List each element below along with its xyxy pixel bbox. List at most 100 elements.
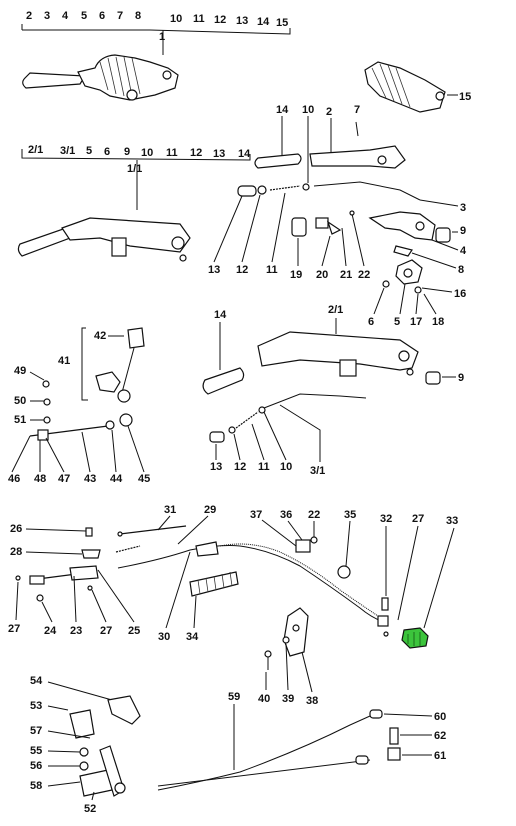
part-label-48: 48	[34, 473, 46, 485]
row2-number-list: 2/1 3/1 5 6 9 10 11 12 13 14	[28, 144, 251, 160]
grip-14b	[202, 367, 245, 395]
cable-31	[117, 525, 187, 537]
part-label-49: 49	[14, 365, 26, 377]
row2-number: 11	[166, 147, 178, 159]
part-label-46: 46	[8, 473, 20, 485]
part-label-15: 15	[459, 91, 471, 103]
part-label-35: 35	[344, 509, 356, 521]
part-label-12b: 12	[234, 461, 246, 473]
part-label-60: 60	[434, 711, 446, 723]
part-label-37: 37	[250, 509, 262, 521]
part-label-13a: 13	[208, 264, 220, 276]
part-label-45: 45	[138, 473, 150, 485]
lever-2-1	[257, 331, 441, 385]
linkage-52	[79, 745, 126, 797]
cable-end-23	[29, 565, 99, 585]
brake-cable-30	[117, 541, 389, 637]
part-label-3: 3	[460, 202, 466, 214]
part-label-38: 38	[306, 695, 318, 707]
part-label-17: 17	[410, 316, 422, 328]
part-label-50: 50	[14, 395, 26, 407]
part-label-61: 61	[434, 750, 446, 762]
part-label-59: 59	[228, 691, 240, 703]
part-label-58: 58	[30, 780, 42, 792]
part-label-32: 32	[380, 513, 392, 525]
part-label-27a: 27	[412, 513, 424, 525]
part-label-7: 7	[354, 104, 360, 116]
part-label-23: 23	[70, 625, 82, 637]
row1-number: 2	[26, 10, 32, 22]
knob-53	[69, 709, 95, 739]
clip-20	[315, 217, 342, 235]
clamp-36	[295, 536, 318, 553]
row1-number: 6	[99, 10, 105, 22]
part-label-1-1: 1/1	[127, 163, 142, 175]
row2-number: 5	[86, 145, 92, 157]
boot-34	[189, 571, 239, 597]
part-label-47: 47	[58, 473, 70, 485]
row1-number-list: 2 3 4 5 6 7 8 10 11 12 13 14 15	[26, 10, 288, 29]
row1-number: 5	[81, 10, 87, 22]
row1-number: 13	[236, 15, 248, 27]
part-label-44: 44	[110, 473, 123, 485]
part-label-36: 36	[280, 509, 292, 521]
part-label-30: 30	[158, 631, 170, 643]
row1-number: 15	[276, 17, 288, 29]
part-label-13b: 13	[210, 461, 222, 473]
handbrake-lever-1	[22, 54, 179, 101]
part-label-9a: 9	[460, 225, 466, 237]
row1-number: 8	[135, 10, 141, 22]
part-label-10b: 10	[280, 461, 292, 473]
part-label-53: 53	[30, 700, 42, 712]
pivot-plate-5	[395, 259, 423, 285]
part-label-43: 43	[84, 473, 96, 485]
part-label-9b: 9	[458, 372, 464, 384]
lever-2	[309, 145, 406, 169]
grommet-33-highlighted	[401, 627, 429, 649]
part-label-18: 18	[432, 316, 444, 328]
part-label-42: 42	[94, 330, 106, 342]
part-label-21: 21	[340, 269, 352, 281]
row1-number: 11	[193, 13, 205, 25]
part-label-34: 34	[186, 631, 199, 643]
part-label-51: 51	[14, 414, 26, 426]
part-label-57: 57	[30, 725, 42, 737]
part-label-62: 62	[434, 730, 446, 742]
pushrod-3-1	[209, 393, 367, 443]
row2-number: 12	[190, 147, 202, 159]
row1-number: 7	[117, 10, 123, 22]
row2-number: 13	[213, 148, 225, 160]
part-label-56: 56	[30, 760, 42, 772]
row1-number: 14	[257, 16, 270, 28]
row2-number: 2/1	[28, 144, 43, 156]
part-label-2: 2	[326, 106, 332, 118]
row2-number: 14	[238, 148, 251, 160]
part-label-31: 31	[164, 504, 176, 516]
part-label-16: 16	[454, 288, 466, 300]
part-label-40: 40	[258, 693, 270, 705]
bushing-19	[291, 217, 307, 237]
row2-number: 3/1	[60, 145, 75, 157]
lever-54	[107, 695, 141, 725]
part-label-27c: 27	[100, 625, 112, 637]
part-label-20: 20	[316, 269, 328, 281]
part-label-14a: 14	[276, 104, 289, 116]
part-label-4: 4	[460, 245, 467, 257]
shift-knob-42	[119, 327, 145, 401]
handbrake-lever-1-1	[17, 217, 191, 262]
row1-number: 4	[62, 10, 69, 22]
part-label-22a: 22	[358, 269, 370, 281]
part-label-1: 1	[159, 31, 165, 43]
lever-housing-15	[364, 61, 446, 113]
part-label-55: 55	[30, 745, 42, 757]
part-label-5: 5	[394, 316, 400, 328]
row2-number: 10	[141, 147, 153, 159]
part-label-10a: 10	[302, 104, 314, 116]
part-label-22b: 22	[308, 509, 320, 521]
part-label-54: 54	[30, 675, 43, 687]
pushrod-3	[237, 181, 421, 201]
part-label-24: 24	[44, 625, 57, 637]
part-label-28: 28	[10, 546, 22, 558]
